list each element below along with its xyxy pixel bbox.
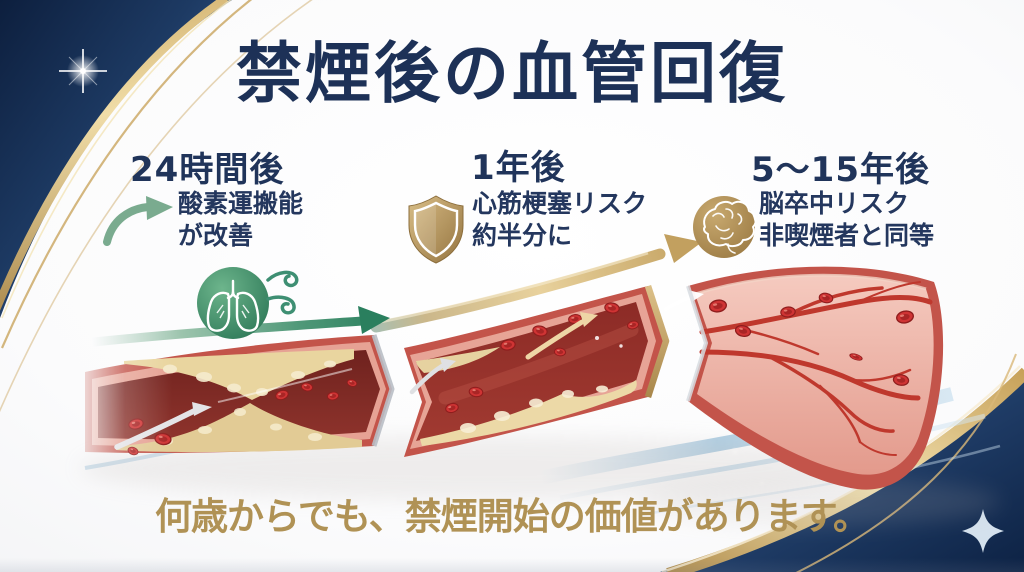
page-title: 禁煙後の血管回復 (236, 34, 788, 112)
stage-1-description: 酸素運搬能が改善 (178, 188, 303, 252)
vessel-segment-healthy (664, 266, 944, 490)
diamond-sparkle-icon (962, 509, 1004, 553)
vessel-shadow (80, 436, 880, 500)
stage-2-description: 心筋梗塞リスク約半分に (472, 188, 647, 252)
lungs-icon (197, 267, 269, 339)
stage-3-desc-line2: 非喫煙者と同等 (759, 221, 935, 250)
vessel-segment-recovering (404, 284, 670, 457)
breath-swirl-icon (266, 270, 299, 315)
stage-2-time-label: 1年後 (471, 148, 566, 188)
bottom-shade (0, 558, 1024, 572)
stage-3-description: 脳卒中リスク非喫煙者と同等 (759, 188, 934, 252)
growth-arrow-icon (103, 196, 173, 246)
vessel-segment-clogged (85, 334, 395, 457)
stage-3-desc-line1: 脳卒中リスク (759, 189, 910, 218)
brain-icon (693, 196, 757, 258)
corner-decoration-top-left (0, 0, 313, 413)
gold-progress-arrow (370, 234, 702, 333)
sparkle-icon (59, 49, 107, 93)
vessel-shadow (640, 478, 1000, 526)
shield-icon (408, 195, 464, 264)
stage-1-desc-line1: 酸素運搬能 (178, 189, 304, 218)
stage-2-desc-line2: 約半分に (472, 221, 573, 250)
stage-1-time-label: 24時間後 (130, 150, 285, 190)
stage-2-desc-line1: 心筋梗塞リスク (472, 189, 648, 218)
stage-3-time-label: 5〜15年後 (751, 150, 930, 190)
footer-message: 何歳からでも、禁煙開始の価値があります。 (154, 494, 870, 538)
stage-1-desc-line2: が改善 (178, 221, 254, 250)
